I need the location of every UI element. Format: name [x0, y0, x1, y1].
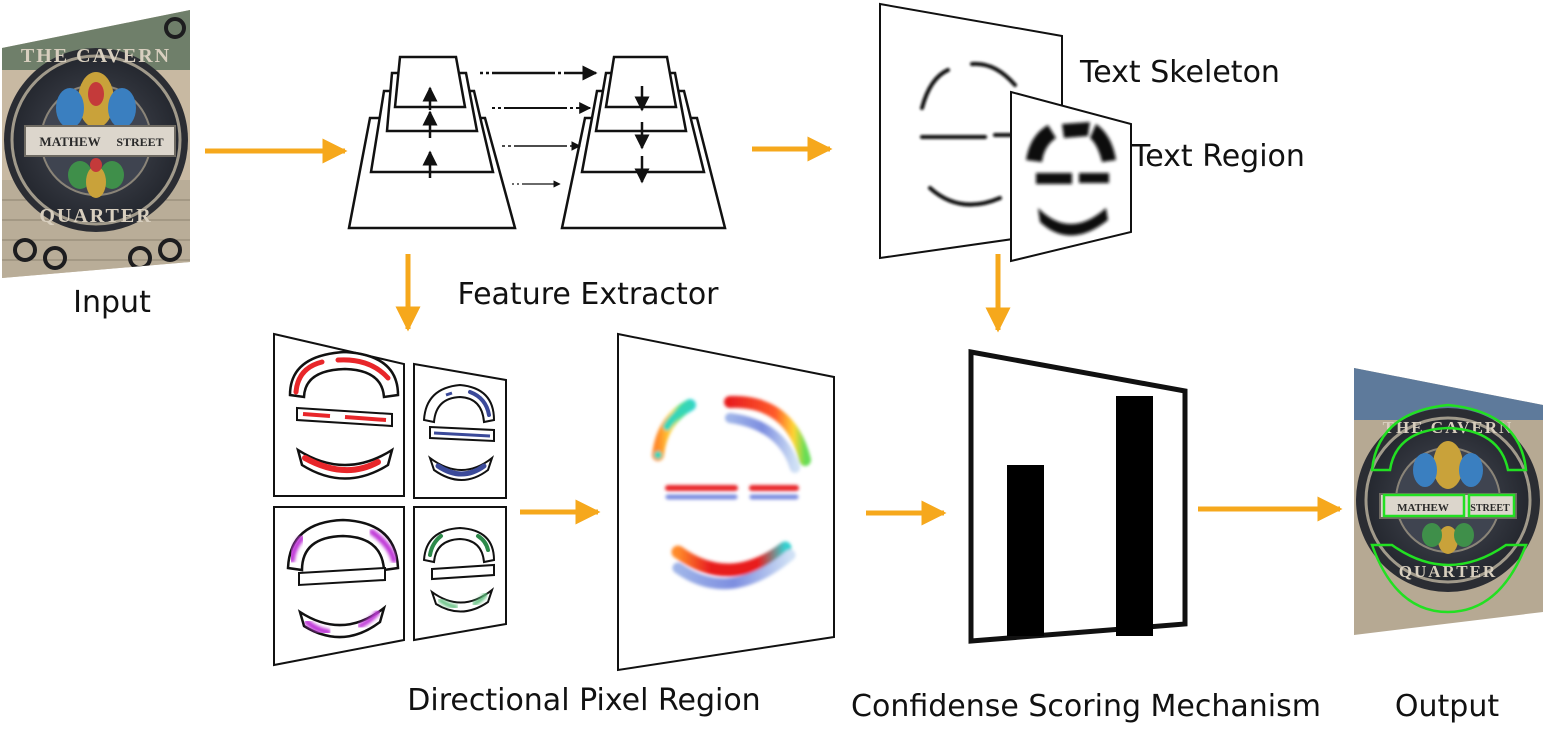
- label-confidence-scoring: Confidense Scoring Mechanism: [851, 689, 1321, 724]
- sign-banner-right-text: STREET: [116, 135, 163, 149]
- score-bar-2: [1116, 396, 1153, 636]
- input-image: THE CAVERN MATHEW STREET QUARTER: [2, 10, 190, 278]
- score-bar-1: [1007, 465, 1044, 636]
- text-region-map: [1010, 90, 1132, 263]
- detection-box-bottom-arc: [1370, 543, 1528, 614]
- sign-top-arc-text: THE CAVERN: [21, 45, 171, 67]
- label-text-region: Text Region: [1131, 139, 1305, 174]
- merged-directional-map: [617, 332, 835, 672]
- directional-maps: [273, 332, 507, 667]
- output-sign-banner-right-text: STREET: [1470, 503, 1510, 514]
- confidence-scoring-panel: [968, 349, 1188, 644]
- detection-box-mathew: [1382, 493, 1466, 518]
- label-feature-extractor: Feature Extractor: [457, 277, 719, 312]
- detection-boxes: [1370, 403, 1528, 614]
- feature-extractor: [347, 55, 727, 230]
- encoder-pyramid: [347, 55, 517, 230]
- output-sign-bottom-arc-text: QUARTER: [1399, 562, 1497, 581]
- direction-map-green: [413, 506, 507, 642]
- score-bars: [1007, 396, 1153, 636]
- skip-connections: [480, 65, 598, 188]
- label-output: Output: [1395, 689, 1499, 724]
- detection-box-top-arc: [1370, 403, 1528, 472]
- sign-ornament: [56, 72, 136, 198]
- direction-map-blue: [413, 362, 507, 499]
- decoder-pyramid: [560, 55, 727, 230]
- output-sign-banner-left-text: MATHEW: [1397, 502, 1449, 514]
- output-image: THE CAVERN MATHEW STREET QUARTER: [1354, 368, 1543, 635]
- label-input: Input: [73, 285, 151, 320]
- direction-map-red: [273, 332, 405, 497]
- label-directional-pixel-region: Directional Pixel Region: [407, 683, 760, 718]
- detection-box-street: [1467, 493, 1516, 518]
- sign-banner-left-text: MATHEW: [39, 134, 100, 149]
- label-text-skeleton: Text Skeleton: [1079, 55, 1280, 90]
- sign-bottom-arc-text: QUARTER: [39, 205, 152, 227]
- direction-map-purple: [273, 506, 405, 667]
